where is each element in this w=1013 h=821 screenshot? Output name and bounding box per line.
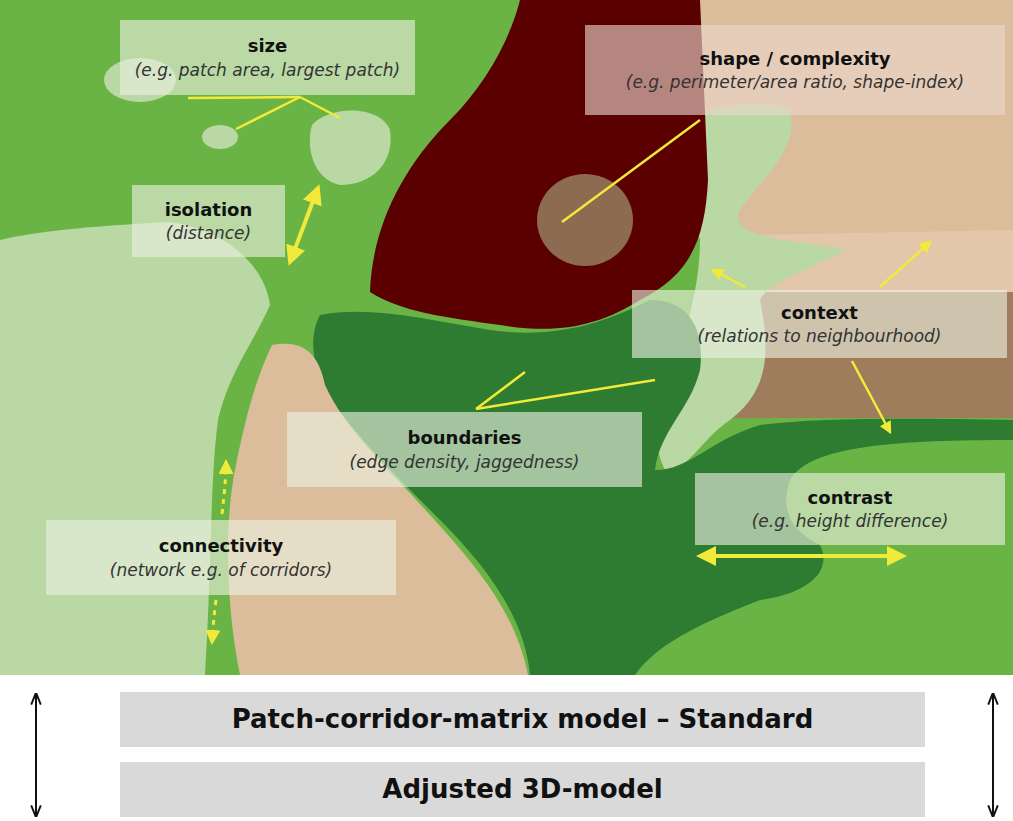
label-heading: connectivity <box>159 534 284 558</box>
connectivity-arrow <box>212 600 216 642</box>
contrast-arrow <box>700 554 903 558</box>
sage-patch <box>0 222 270 675</box>
label-heading: boundaries <box>408 426 522 450</box>
double-arrow <box>992 695 994 815</box>
tan-patch <box>228 344 528 675</box>
double-arrow <box>35 695 37 815</box>
model-bar: Patch-corridor-matrix model – Standard <box>120 692 925 747</box>
leader-line <box>188 97 300 98</box>
context-arrow <box>880 242 930 287</box>
label-body: (e.g. height difference) <box>752 510 949 532</box>
label-heading: shape / complexity <box>699 47 890 71</box>
label-heading: contrast <box>808 486 893 510</box>
label-body: (e.g. perimeter/area ratio, shape-index) <box>626 71 964 93</box>
connectivity-arrow <box>222 462 226 514</box>
label-body: (relations to neighbourhood) <box>698 325 942 347</box>
label-body: (edge density, jaggedness) <box>350 451 580 473</box>
label-heading: context <box>781 301 858 325</box>
label-box: isolation(distance) <box>132 185 285 257</box>
label-heading: size <box>248 34 288 58</box>
label-box: size(e.g. patch area, largest patch) <box>120 20 415 95</box>
label-box: boundaries(edge density, jaggedness) <box>287 412 642 487</box>
context-arrow <box>713 270 745 287</box>
label-heading: Patch-corridor-matrix model – Standard <box>232 704 814 735</box>
leader-line <box>300 97 340 118</box>
label-box: contrast(e.g. height difference) <box>695 473 1005 545</box>
label-box: connectivity(network e.g. of corridors) <box>46 520 396 595</box>
enclosed-patch <box>537 174 633 266</box>
matrix-ground <box>0 0 1013 675</box>
label-heading: Adjusted 3D-model <box>382 774 662 805</box>
small-patch <box>310 111 391 185</box>
label-body: (distance) <box>166 222 251 244</box>
small-patch <box>202 125 238 149</box>
isolation-arrow <box>290 188 318 262</box>
label-body: (e.g. patch area, largest patch) <box>135 59 401 81</box>
label-body: (network e.g. of corridors) <box>110 559 332 581</box>
leader-line <box>562 120 700 222</box>
context-arrow <box>852 361 890 432</box>
leader-line <box>236 97 300 129</box>
leader-line <box>476 380 655 409</box>
label-heading: isolation <box>165 198 253 222</box>
model-bar: Adjusted 3D-model <box>120 762 925 817</box>
label-box: shape / complexity(e.g. perimeter/area r… <box>585 25 1005 115</box>
label-box: context(relations to neighbourhood) <box>632 290 1007 358</box>
